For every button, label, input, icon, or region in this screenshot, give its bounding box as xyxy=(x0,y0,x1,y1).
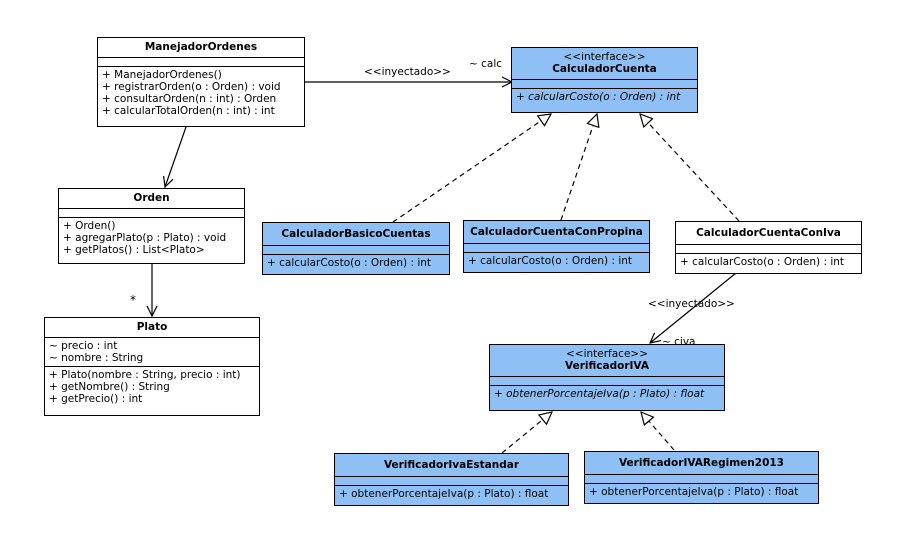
operation: + obtenerPorcentajeIva(p : Plato) : floa… xyxy=(494,388,705,400)
operations-section: + calcularCosto(o : Orden) : int xyxy=(263,255,449,271)
operation: + registrarOrden(o : Orden) : void xyxy=(102,81,281,93)
class-verificador-iva-estandar[interactable]: VerificadorIvaEstandar + obtenerPorcenta… xyxy=(334,453,569,506)
class-header: <<interface>> VerificadorIVA xyxy=(490,345,724,377)
class-name: VerificadorIVARegimen2013 xyxy=(619,457,784,469)
stereotype-injected-label: <<inyectado>> xyxy=(648,298,735,310)
association-manejador-orden xyxy=(165,126,187,187)
operations-section: + obtenerPorcentajeIva(p : Plato) : floa… xyxy=(490,386,724,402)
operations-section: + ManejadorOrdenes() + registrarOrden(o … xyxy=(98,67,304,119)
realization-iva xyxy=(640,114,740,222)
class-header: VerificadorIvaEstandar xyxy=(335,454,568,477)
operations-section: + obtenerPorcentajeIva(p : Plato) : floa… xyxy=(585,484,818,500)
class-header: CalculadorBasicoCuentas xyxy=(263,223,449,246)
class-header: CalculadorCuentaConPropina xyxy=(464,221,649,244)
attributes-section xyxy=(512,80,697,89)
attributes-section xyxy=(585,475,818,484)
attributes-section: ~ precio : int ~ nombre : String xyxy=(45,338,259,367)
class-calculador-cuenta-con-iva[interactable]: CalculadorCuentaConIva + calcularCosto(o… xyxy=(675,221,862,274)
operation: + calcularCosto(o : Orden) : int xyxy=(267,257,432,269)
class-name: VerificadorIvaEstandar xyxy=(383,459,520,471)
operation: + Orden() xyxy=(63,220,116,232)
operation: + consultarOrden(n : int) : Orden xyxy=(102,93,277,105)
operation: + agregarPlato(p : Plato) : void xyxy=(63,232,227,244)
multiplicity-label: * xyxy=(130,293,136,307)
realization-regimen xyxy=(641,412,675,451)
operations-section: + Plato(nombre : String, precio : int) +… xyxy=(45,367,259,407)
interface-calculador-cuenta[interactable]: <<interface>> CalculadorCuenta + calcula… xyxy=(511,47,698,113)
operation: + calcularCosto(o : Orden) : int xyxy=(516,91,681,103)
operation: + ManejadorOrdenes() xyxy=(102,69,222,81)
class-header: ManejadorOrdenes xyxy=(98,38,304,58)
interface-verificador-iva[interactable]: <<interface>> VerificadorIVA + obtenerPo… xyxy=(489,344,725,411)
attribute: ~ nombre : String xyxy=(49,352,144,364)
attribute: ~ precio : int xyxy=(49,340,118,352)
class-name: VerificadorIVA xyxy=(565,360,649,372)
operations-section: + Orden() + agregarPlato(p : Plato) : vo… xyxy=(59,218,244,258)
stereotype-label: <<interface>> xyxy=(563,51,646,63)
operations-section: + calcularCosto(o : Orden) : int xyxy=(512,89,697,105)
operation: + getNombre() : String xyxy=(49,381,170,393)
class-plato[interactable]: Plato ~ precio : int ~ nombre : String +… xyxy=(44,317,260,416)
attributes-section xyxy=(335,477,568,486)
class-orden[interactable]: Orden + Orden() + agregarPlato(p : Plato… xyxy=(58,188,245,264)
class-name: CalculadorCuenta xyxy=(552,63,657,75)
operations-section: + obtenerPorcentajeIva(p : Plato) : floa… xyxy=(335,486,568,502)
operations-section: + calcularCosto(o : Orden) : int xyxy=(464,253,649,269)
association-iva-verificador xyxy=(650,272,737,343)
class-verificador-iva-regimen-2013[interactable]: VerificadorIVARegimen2013 + obtenerPorce… xyxy=(584,451,819,504)
class-calculador-basico-cuentas[interactable]: CalculadorBasicoCuentas + calcularCosto(… xyxy=(262,222,450,275)
role-civa-label: ~ civa xyxy=(662,336,696,348)
class-name: ManejadorOrdenes xyxy=(144,41,258,53)
class-header: CalculadorCuentaConIva xyxy=(676,222,861,245)
class-header: VerificadorIVARegimen2013 xyxy=(585,452,818,475)
operation: + getPrecio() : int xyxy=(49,393,143,405)
class-name: CalculadorCuentaConIva xyxy=(696,227,841,239)
stereotype-injected-label: <<inyectado>> xyxy=(364,66,451,78)
stereotype-label: <<interface>> xyxy=(565,348,649,360)
operations-section: + calcularCosto(o : Orden) : int xyxy=(676,254,861,270)
operation: + calcularTotalOrden(n : int) : int xyxy=(102,105,275,117)
attributes-section xyxy=(59,209,244,218)
attributes-section xyxy=(464,244,649,253)
class-manejador-ordenes[interactable]: ManejadorOrdenes + ManejadorOrdenes() + … xyxy=(97,37,305,127)
attributes-section xyxy=(98,58,304,67)
class-name: CalculadorBasicoCuentas xyxy=(281,228,431,240)
realization-basico xyxy=(392,114,551,223)
operation: + calcularCosto(o : Orden) : int xyxy=(468,255,633,267)
operation: + Plato(nombre : String, precio : int) xyxy=(49,369,241,381)
operation: + getPlatos() : List<Plato> xyxy=(63,244,205,256)
operation: + calcularCosto(o : Orden) : int xyxy=(680,256,845,268)
realization-propina xyxy=(560,114,597,221)
class-calculador-cuenta-con-propina[interactable]: CalculadorCuentaConPropina + calcularCos… xyxy=(463,220,650,273)
operation: + obtenerPorcentajeIva(p : Plato) : floa… xyxy=(339,488,549,500)
realization-estandar xyxy=(501,412,552,454)
class-header: <<interface>> CalculadorCuenta xyxy=(512,48,697,80)
class-name: Orden xyxy=(133,192,170,204)
operation: + obtenerPorcentajeIva(p : Plato) : floa… xyxy=(589,486,799,498)
role-calc-label: ~ calc xyxy=(469,58,503,70)
class-header: Plato xyxy=(45,318,259,338)
attributes-section xyxy=(263,246,449,255)
class-name: Plato xyxy=(136,321,168,333)
attributes-section xyxy=(490,377,724,386)
attributes-section xyxy=(676,245,861,254)
class-name: CalculadorCuentaConPropina xyxy=(470,226,643,238)
class-header: Orden xyxy=(59,189,244,209)
